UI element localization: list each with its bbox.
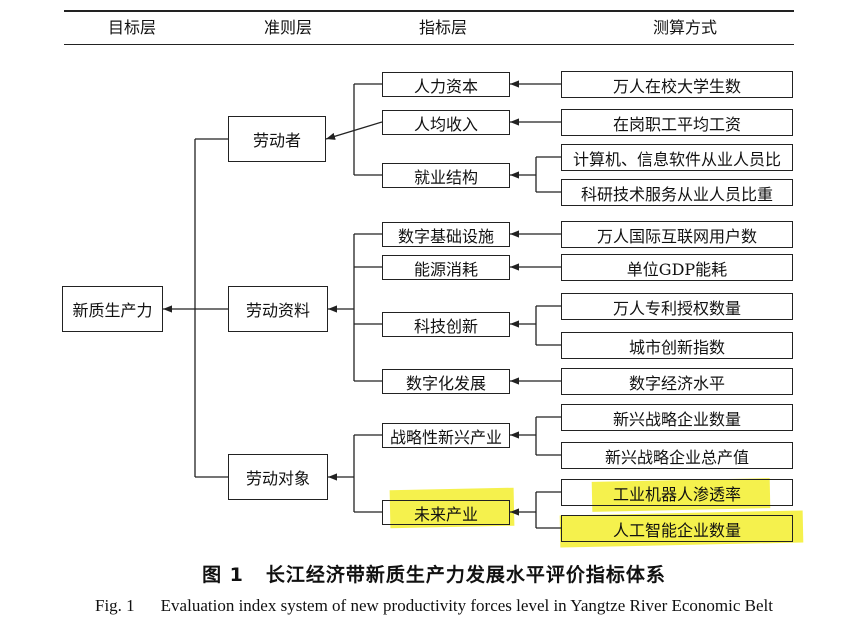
indicator-energy-consumption: 能源消耗 [382,255,510,280]
measure-research-service-ratio: 科研技术服务从业人员比重 [561,179,793,206]
indicator-per-capita-income: 人均收入 [382,110,510,135]
figure-title-zh: 长江经济带新质生产力发展水平评价指标体系 [265,564,666,586]
indicator-employment-structure: 就业结构 [382,163,510,188]
measure-strategic-enterprise-output: 新兴战略企业总产值 [561,442,793,469]
measure-robot-penetration: 工业机器人渗透率 [561,479,793,506]
top-rule [64,10,794,12]
measure-patents-per-10k: 万人专利授权数量 [561,293,793,320]
measure-it-employment-ratio: 计算机、信息软件从业人员比 [561,144,793,171]
measure-energy-per-gdp: 单位GDP能耗 [561,254,793,281]
indicator-digital-infrastructure: 数字基础设施 [382,222,510,247]
measure-students-per-10k: 万人在校大学生数 [561,71,793,98]
header-measurement-method: 测算方式 [652,18,717,37]
measure-strategic-enterprise-count: 新兴战略企业数量 [561,404,793,431]
figure-number-zh: 图 1 [202,564,244,586]
goal-box: 新质生产力 [62,286,163,332]
connector-lines [163,80,561,529]
criterion-means-of-labor: 劳动资料 [228,286,328,332]
figure-title-en: Evaluation index system of new productiv… [160,596,774,615]
figure-caption-zh: 图 1 长江经济带新质生产力发展水平评价指标体系 [0,560,868,587]
header-goal-layer: 目标层 [107,18,156,37]
header-criteria-layer: 准则层 [263,18,312,37]
indicator-tech-innovation: 科技创新 [382,312,510,337]
measure-internet-users: 万人国际互联网用户数 [561,221,793,248]
criterion-objects-of-labor: 劳动对象 [228,454,328,500]
figure-number-en: Fig. 1 [94,596,135,615]
indicator-future-industry: 未来产业 [382,500,510,525]
indicator-human-capital: 人力资本 [382,72,510,97]
measure-city-innovation-index: 城市创新指数 [561,332,793,359]
criterion-laborers: 劳动者 [228,116,326,162]
measure-digital-economy-level: 数字经济水平 [561,368,793,395]
header-rule [64,44,794,45]
header-indicator-layer: 指标层 [418,18,467,37]
measure-average-wage: 在岗职工平均工资 [561,109,793,136]
indicator-digital-development: 数字化发展 [382,369,510,394]
measure-ai-enterprise-count: 人工智能企业数量 [561,515,793,542]
indicator-strategic-emerging-industry: 战略性新兴产业 [382,423,510,448]
figure-caption-en: Fig. 1 Evaluation index system of new pro… [0,596,868,616]
